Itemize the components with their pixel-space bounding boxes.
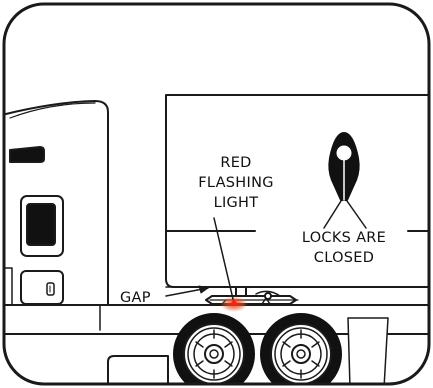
gap-label: GAP (120, 290, 151, 306)
trailer-body (165, 94, 429, 288)
red-light-label-line1: RED (220, 155, 251, 171)
red-light-leader (213, 217, 234, 300)
cab-upper-vent (9, 146, 45, 163)
kingpin (235, 286, 247, 297)
fuel-cap-panel (20, 270, 64, 305)
red-light-label-line3: LIGHT (214, 195, 259, 211)
red-light-label-line2: FLASHING (198, 175, 274, 191)
closed-lock-jaw-icon (328, 132, 360, 201)
lock-left-leader (323, 200, 342, 229)
step-box (107, 355, 169, 384)
fifth-wheel-plate (205, 290, 299, 305)
locks-label-line2: CLOSED (314, 250, 374, 266)
mud-flap (347, 317, 389, 384)
lock-right-leader (346, 200, 367, 229)
rear-wheel-front (173, 313, 255, 384)
cab-roof-line (9, 102, 96, 119)
rear-wheel-rear (260, 313, 342, 384)
cab-window (26, 203, 56, 246)
fuel-cap-icon (46, 282, 55, 296)
locks-label-line1: LOCKS ARE (302, 230, 386, 246)
